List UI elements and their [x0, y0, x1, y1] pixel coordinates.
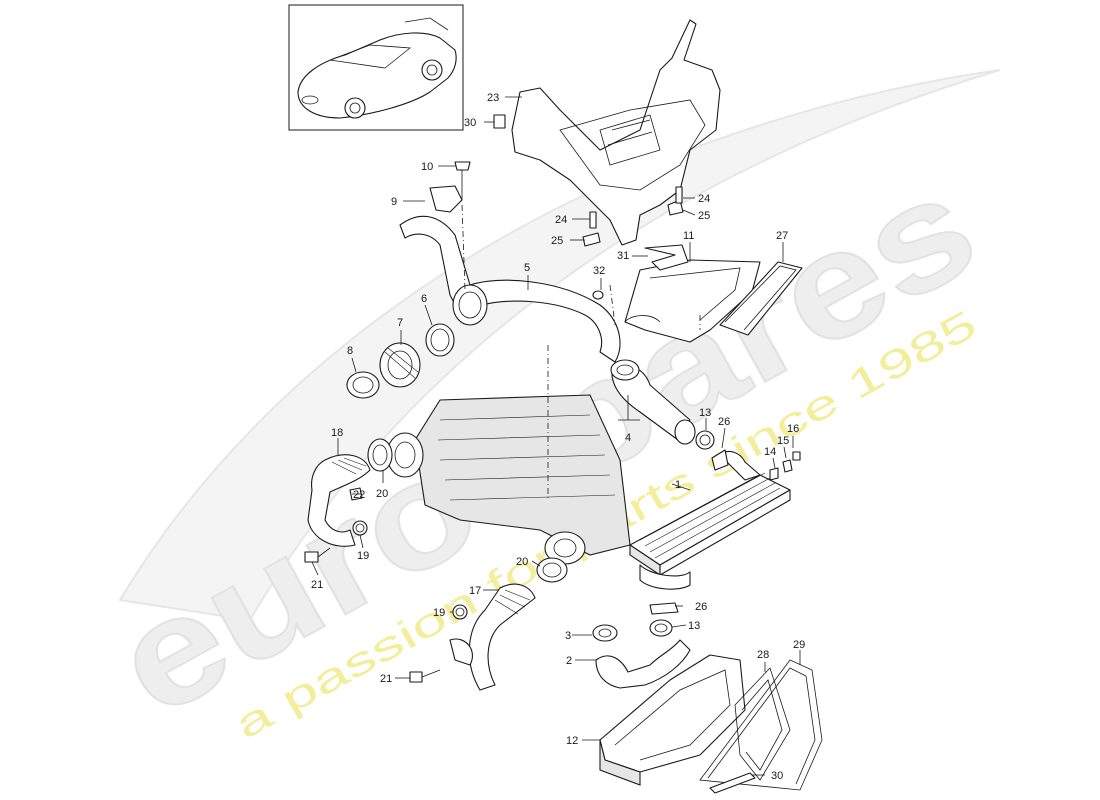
callout-6: 6	[421, 293, 427, 305]
callout-30: 30	[771, 770, 783, 782]
callout-1: 1	[675, 479, 681, 491]
callout-13: 13	[688, 620, 700, 632]
intercooler	[629, 450, 791, 590]
callout-20: 20	[376, 488, 388, 500]
hose-17	[449, 583, 536, 691]
callouts: 23 30 10 9 24 25 24 25 31 11 27 5 32 7 6…	[311, 92, 805, 782]
callout-30: 30	[464, 117, 476, 129]
callout-21: 21	[311, 579, 323, 591]
callout-31: 31	[617, 250, 629, 262]
frame-bracket	[511, 19, 721, 246]
callout-8: 8	[347, 345, 353, 357]
callout-26: 26	[695, 601, 707, 613]
callout-18: 18	[331, 427, 343, 439]
gasket-27	[719, 261, 803, 336]
hose-18	[307, 454, 371, 547]
turbo-housing	[386, 394, 631, 565]
callout-29: 29	[793, 639, 805, 651]
outlet-duct	[611, 364, 696, 445]
callout-32: 32	[593, 265, 605, 277]
gasket-29	[699, 659, 823, 791]
callout-2: 2	[566, 655, 572, 667]
callout-12: 12	[566, 735, 578, 747]
gasket-28	[734, 667, 791, 781]
callout-28: 28	[757, 649, 769, 661]
callout-16: 16	[787, 423, 799, 435]
callout-17: 17	[469, 585, 481, 597]
callout-15: 15	[777, 435, 789, 447]
callout-19: 19	[433, 607, 445, 619]
callout-23: 23	[487, 92, 499, 104]
strip-30	[709, 772, 756, 794]
callout-26: 26	[718, 416, 730, 428]
callout-13: 13	[699, 407, 711, 419]
callout-20: 20	[516, 556, 528, 568]
callout-9: 9	[391, 196, 397, 208]
hose-2	[595, 639, 691, 689]
callout-24: 24	[698, 193, 710, 205]
intake-box-lower	[599, 654, 746, 786]
callout-21: 21	[380, 673, 392, 685]
leader-lines	[311, 96, 801, 776]
callout-19: 19	[357, 550, 369, 562]
callout-7: 7	[397, 317, 403, 329]
callout-10: 10	[421, 161, 433, 173]
callout-25: 25	[551, 235, 563, 247]
intake-box-upper	[624, 259, 761, 343]
callout-3: 3	[565, 630, 571, 642]
callout-24: 24	[555, 214, 567, 226]
callout-11: 11	[683, 230, 694, 242]
callout-27: 27	[776, 230, 788, 242]
callout-25: 25	[698, 210, 710, 222]
car-thumbnail-icon	[288, 4, 464, 131]
callout-14: 14	[764, 446, 776, 458]
seal-31	[644, 244, 689, 271]
callout-4: 4	[625, 432, 631, 444]
charge-air-pipe	[399, 215, 621, 363]
callout-5: 5	[524, 262, 530, 274]
callout-22: 22	[353, 489, 365, 501]
assembly-lines	[461, 204, 701, 500]
clamps-and-fasteners	[304, 114, 801, 683]
